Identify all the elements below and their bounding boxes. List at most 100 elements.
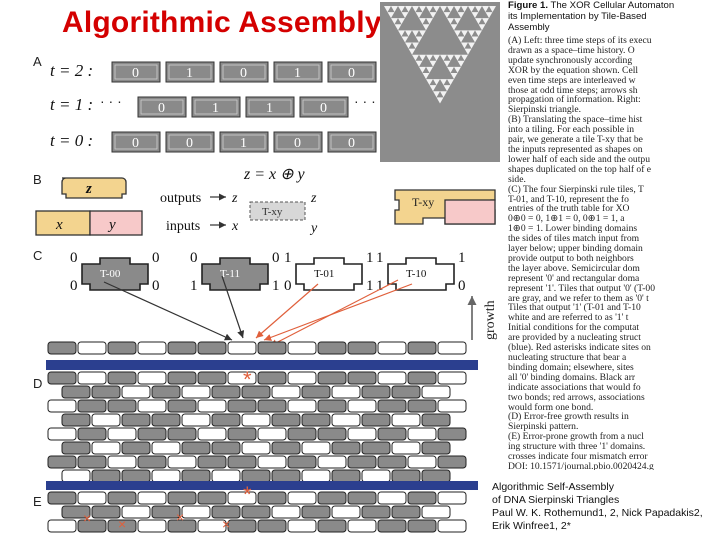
- tile-top-left-value: 1: [376, 250, 384, 266]
- lattice-tile: [347, 491, 377, 505]
- tile-bottom-right-value: 1: [272, 278, 280, 294]
- panel-a-row-t2: t = 2 :: [50, 61, 93, 80]
- credit-line-3: Paul W. K. Rothemund1, 2, Nick Papadakis…: [492, 507, 703, 519]
- tile-txy-label: T-xy: [412, 195, 434, 209]
- caption-line: binding domain; elsewhere, sites: [508, 361, 634, 373]
- lattice-tile: [317, 371, 347, 385]
- lattice-tile: [211, 385, 241, 399]
- lattice-tile: [197, 491, 227, 505]
- caption-line: (A) Left: three time steps of its execu: [508, 35, 652, 46]
- lattice-tile: [287, 455, 317, 469]
- lattice-tile: [301, 413, 331, 427]
- lattice-tile: [91, 385, 121, 399]
- growth-indicator: growth: [467, 296, 498, 340]
- lattice-tile: [257, 341, 287, 355]
- lattice-tile: [331, 413, 361, 427]
- caption-line: 0⊕0 = 0, 1⊕1 = 0, 0⊕1 = 1, a: [508, 213, 625, 225]
- lattice-tile: [121, 441, 151, 455]
- lattice-tile: [137, 427, 167, 441]
- lattice-tile: [91, 505, 121, 519]
- lattice-tile: [407, 519, 437, 533]
- caption-line: even time steps are interleaved w: [508, 74, 636, 86]
- caption-line: DOI: 10.1571/journal.pbio.0020424.g: [508, 460, 654, 470]
- in-x: x: [231, 219, 239, 234]
- lattice-tile: [391, 469, 421, 483]
- lattice-tile: [391, 385, 421, 399]
- ca-cell: [219, 131, 269, 153]
- lattice-tile: [331, 441, 361, 455]
- ca-cell: [299, 96, 349, 118]
- lattice-tile: [211, 505, 241, 519]
- caption-title-line-3: Assembly: [508, 22, 550, 33]
- caption-line: the layer above. Semicircular dom: [508, 262, 640, 274]
- ca-cell-value: 1: [186, 66, 193, 81]
- lattice-tile: [437, 519, 467, 533]
- lattice-tile: [47, 491, 77, 505]
- lattice-tile: [361, 385, 391, 399]
- lattice-tile: [241, 385, 271, 399]
- lattice-tile: [437, 399, 467, 413]
- caption-line: lower half of each side and the outpu: [508, 153, 650, 165]
- panel-d-asterisk: *: [243, 367, 252, 392]
- lattice-tile: [377, 371, 407, 385]
- tile-x-var: x: [55, 217, 63, 233]
- caption-line: Initial conditions for the computat: [508, 322, 640, 334]
- caption-line: (B) Translating the space–time hist: [508, 114, 643, 126]
- lattice-tile: [347, 399, 377, 413]
- paper-credit: Algorithmic Self-Assembly of DNA Sierpin…: [492, 481, 720, 533]
- lattice-tile: [241, 469, 271, 483]
- lattice-tile: [77, 371, 107, 385]
- lattice-tile: [317, 519, 347, 533]
- tile-bottom-right-value: 1: [366, 278, 374, 294]
- caption-line: represent '0' and rectangular doma: [508, 272, 640, 284]
- ellipsis-right: · · ·: [354, 93, 376, 109]
- tile-top-left-value: 0: [190, 250, 198, 266]
- caption-title-line-1: The XOR Cellular Automaton: [550, 0, 675, 11]
- lattice-tile: [47, 455, 77, 469]
- error-mark-2: ×: [118, 516, 126, 532]
- ca-cell: [111, 61, 161, 83]
- lattice-tile: [181, 385, 211, 399]
- panel-c-letter: C: [33, 248, 42, 263]
- ca-cell-value: 0: [132, 66, 139, 81]
- tile-bottom-left-value: 1: [190, 278, 198, 294]
- lattice-tile: [107, 519, 137, 533]
- lattice-tile: [257, 399, 287, 413]
- lattice-tile: [47, 519, 77, 533]
- error-mark-1: ×: [83, 510, 91, 526]
- lattice-tile: [181, 413, 211, 427]
- sierpinski-triangle-image: [380, 2, 500, 162]
- rule-tile-name: T-10: [406, 268, 427, 280]
- lattice-tile: [151, 469, 181, 483]
- caption-line: Tiles that output '1' (T-01 and T-10: [508, 302, 641, 314]
- lattice-tile: [437, 455, 467, 469]
- ca-cell-value: 1: [266, 101, 273, 116]
- tile-bottom-left-value: 0: [284, 278, 292, 294]
- caption-line: Sierpinski pattern.: [508, 421, 579, 433]
- lattice-tile: [227, 399, 257, 413]
- lattice-tile: [167, 427, 197, 441]
- lattice-tile: [197, 427, 227, 441]
- lattice-tile: [287, 399, 317, 413]
- lattice-tile: [241, 413, 271, 427]
- lattice-tile: [377, 427, 407, 441]
- lattice-tile: [61, 469, 91, 483]
- lattice-tile: [227, 519, 257, 533]
- caption-line: into a tiling. For each possible in: [508, 124, 635, 136]
- lattice-tile: [257, 455, 287, 469]
- lattice-tile: [167, 371, 197, 385]
- lattice-tile: [317, 491, 347, 505]
- lattice-tile: [347, 371, 377, 385]
- caption-figure-label: Figure 1.: [508, 0, 548, 11]
- ca-cell-value: 0: [240, 66, 247, 81]
- lattice-tile: [151, 505, 181, 519]
- lattice-tile: [211, 441, 241, 455]
- lattice-tile: [421, 441, 451, 455]
- lattice-tile: [197, 455, 227, 469]
- caption-line: indicate associations that would fo: [508, 381, 641, 393]
- ca-cell-value: 0: [294, 136, 301, 151]
- ca-cell-value: 0: [186, 136, 193, 151]
- caption-line: (D) Error-free growth results in: [508, 411, 629, 423]
- lattice-tile: [181, 469, 211, 483]
